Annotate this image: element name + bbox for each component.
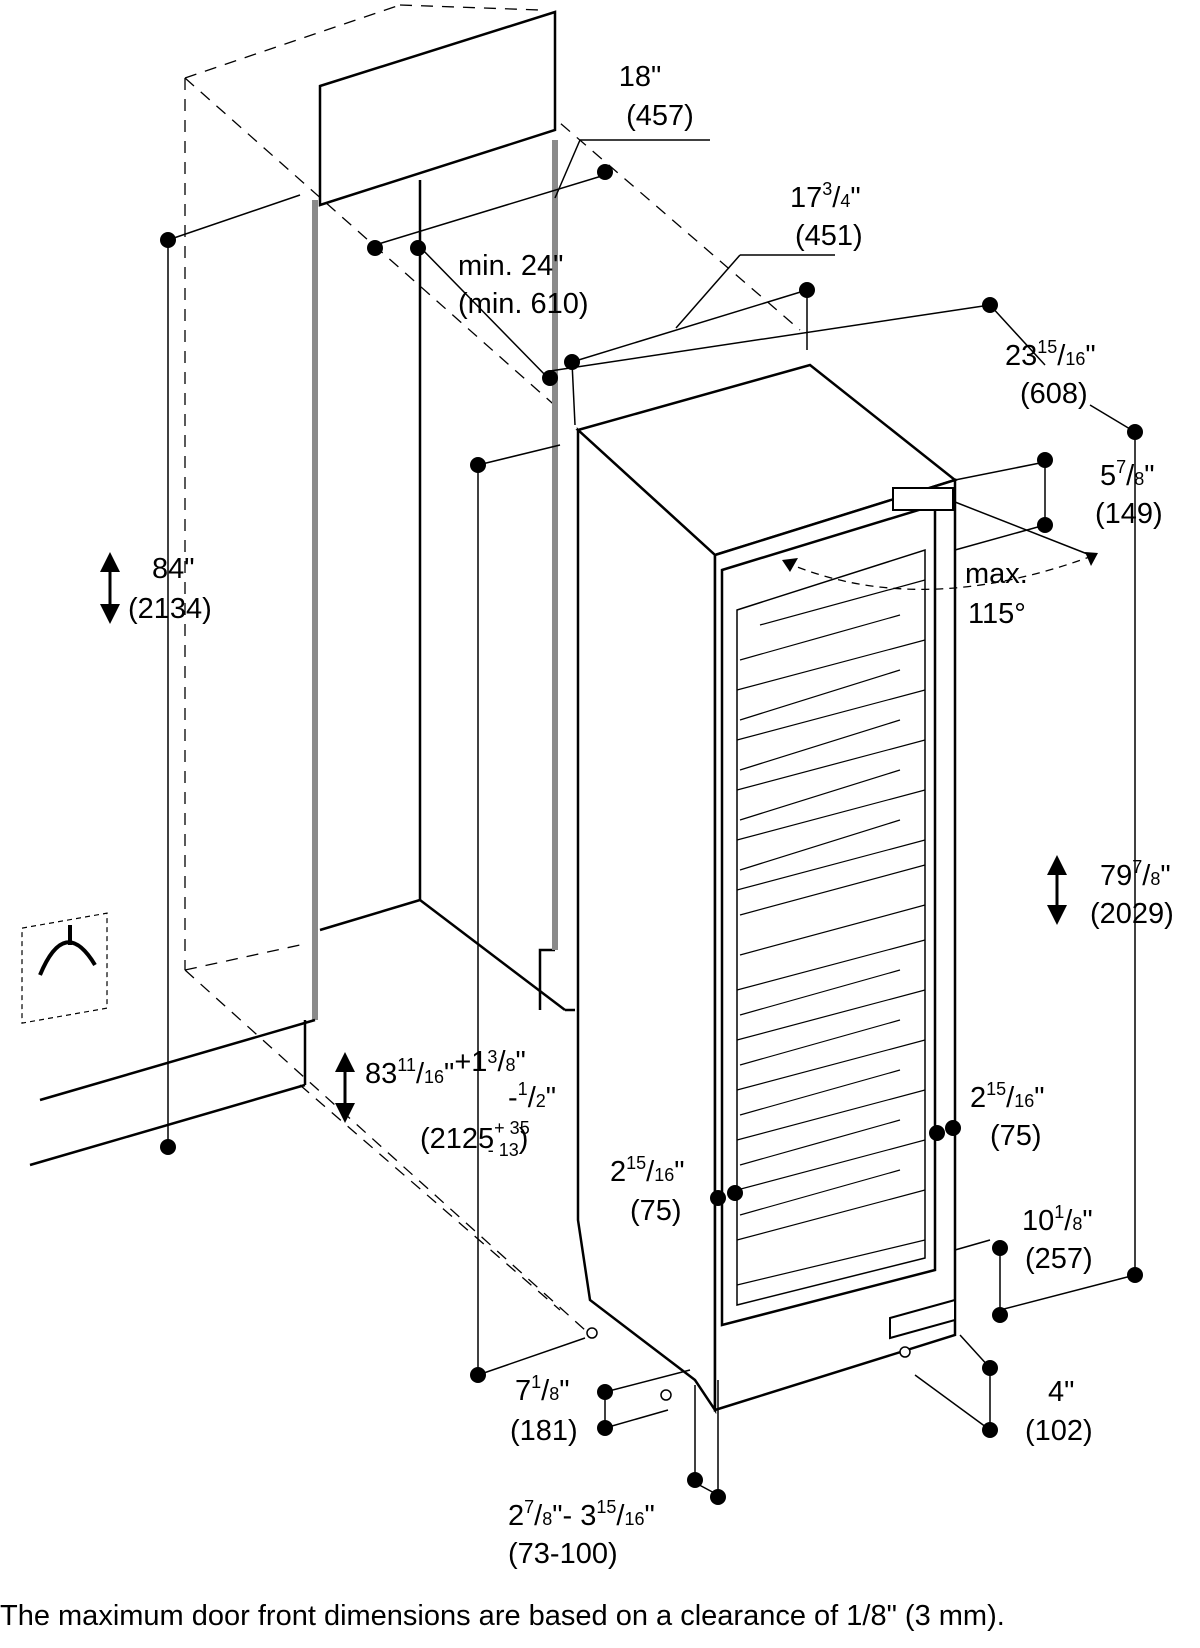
height-arrows	[100, 552, 1067, 1123]
cabinet-depth-mm: (608)	[1020, 378, 1088, 410]
side-gap-right-label: 215/16"	[970, 1079, 1045, 1114]
cabinet-width-mm: (451)	[795, 220, 863, 252]
bottom-hinge-label: 101/8"	[1022, 1202, 1093, 1237]
side-clearance-mm: (min. 610)	[458, 288, 589, 320]
side-clearance-label: min. 24"	[458, 250, 563, 282]
plinth-recess-label: 27/8"- 315/16"	[508, 1497, 655, 1532]
side-gap-left-mm: (75)	[630, 1195, 682, 1227]
appliance-height-mm: (2029)	[1090, 898, 1174, 930]
plinth-height-mm: (102)	[1025, 1415, 1093, 1447]
plinth-depth-label: 71/8"	[515, 1372, 570, 1407]
side-panel	[29, 10, 575, 1167]
dimension-dots	[160, 164, 1143, 1505]
power-outlet-icon	[21, 912, 108, 1024]
niche-height-label: 84"	[152, 553, 195, 585]
adjustable-height-minus: -1/2"	[508, 1079, 556, 1114]
cabinet-depth-label: 2315/16"	[1005, 337, 1096, 372]
door-angle-label: max.	[965, 558, 1028, 590]
footnote: The maximum door front dimensions are ba…	[0, 1600, 1005, 1632]
niche-height-mm: (2134)	[128, 593, 212, 625]
wine-racks	[736, 579, 926, 1286]
niche-outline	[184, 4, 801, 1331]
panel-width-mm: (457)	[626, 100, 694, 132]
panel-width-label: 18"	[619, 61, 662, 93]
dimension-lines	[167, 139, 1136, 1496]
plinth-depth-mm: (181)	[510, 1415, 578, 1447]
appliance-height-label: 797/8"	[1100, 857, 1171, 892]
dimension-labels: 18" (457) min. 24" (min. 610) 173/4" (45…	[128, 61, 1174, 1570]
wine-cabinet	[575, 363, 1098, 1415]
door-angle-value: 115°	[968, 598, 1026, 630]
top-hinge-mm: (149)	[1095, 498, 1163, 530]
plinth-recess-mm: (73-100)	[508, 1538, 618, 1570]
plinth-height-label: 4"	[1048, 1376, 1074, 1408]
adjustable-height-label: 8311/16"+13/8"	[365, 1046, 526, 1090]
cabinet-width-label: 173/4"	[790, 179, 861, 214]
side-gap-left-label: 215/16"	[610, 1153, 685, 1188]
bottom-hinge-mm: (257)	[1025, 1243, 1093, 1275]
top-hinge-label: 57/8"	[1100, 457, 1155, 492]
adjustable-height-mm: (2125+ 35- 13)	[420, 1118, 530, 1160]
side-gap-right-mm: (75)	[990, 1120, 1042, 1152]
